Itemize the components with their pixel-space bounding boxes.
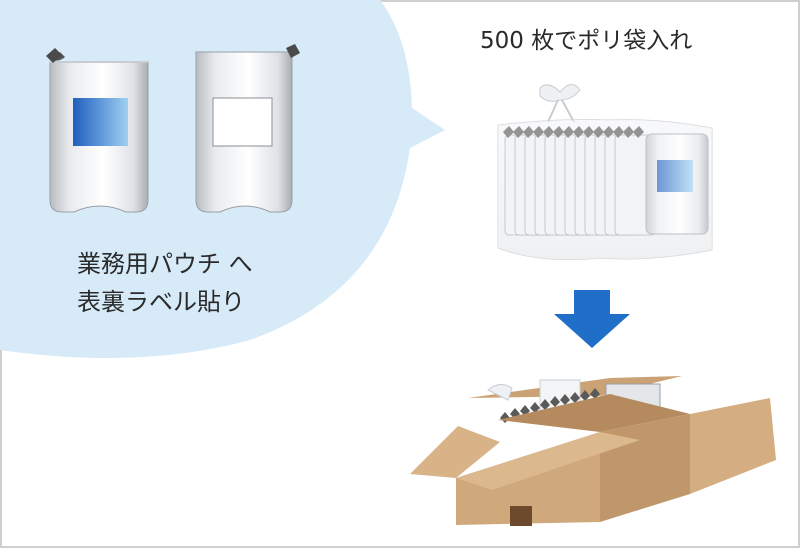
pouch-icon (195, 44, 300, 213)
pouch-caption-line1: 業務用パウチ へ (77, 250, 253, 278)
poly-bag-icon (497, 84, 713, 261)
pouch-caption-line2: 表裏ラベル貼り (77, 288, 245, 316)
bag-caption: 500 枚でポリ袋入れ (480, 28, 693, 54)
down-arrow-icon (554, 290, 630, 348)
pouch-icon (46, 48, 149, 213)
cardboard-box-icon (410, 376, 776, 526)
